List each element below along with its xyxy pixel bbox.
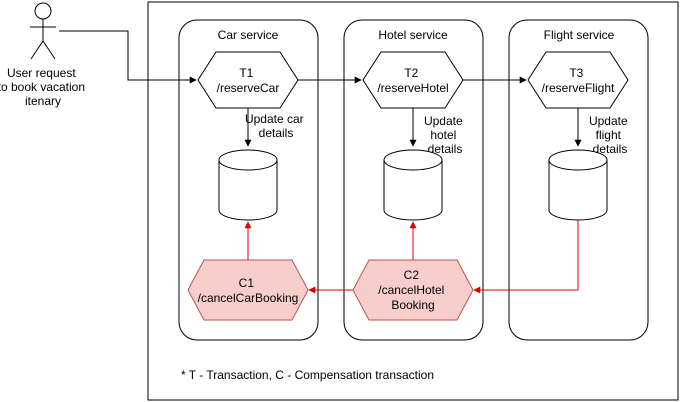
transaction-t1[interactable] [197,51,299,109]
actor-label: User request to book vacation itenary [0,66,88,108]
flight-service-title: Flight service [544,28,615,42]
car-update-label: Update car details [245,112,307,140]
transaction-t2[interactable] [362,51,464,109]
flight-database-icon [548,149,608,221]
hotel-service-title: Hotel service [378,28,448,42]
user-actor-icon [30,2,56,60]
hotel-database-icon [383,149,443,221]
compensation-c2[interactable] [352,259,474,321]
flight-to-c2-arrow [473,220,579,294]
flight-update-label: Update flight details [589,114,631,156]
transaction-t3-label: T3 /reserveFlight [542,66,615,95]
transaction-t3[interactable] [527,51,629,109]
request-arrow [59,30,197,84]
footnote: * T - Transaction, C - Compensation tran… [181,368,434,382]
transaction-t2-label: T2 /reserveHotel [377,66,448,95]
car-database-icon [218,149,278,221]
transaction-t1-label: T1 /reserveCar [217,66,280,95]
compensation-c1[interactable] [187,259,309,321]
car-service-title: Car service [218,28,279,42]
hotel-update-label: Update hotel details [424,114,466,156]
compensation-c1-label: C1 /cancelCarBooking [198,276,299,305]
compensation-c2-label: C2 /cancelHotel Booking [378,268,447,312]
